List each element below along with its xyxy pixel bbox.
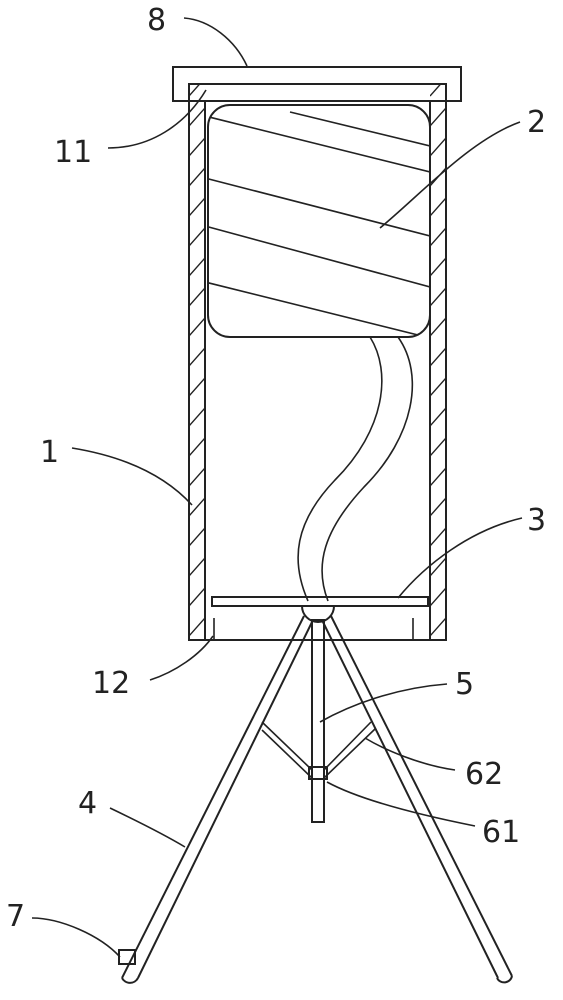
- hatch-line: [430, 84, 442, 97]
- hatch-line: [189, 377, 205, 397]
- label-lid: 8: [147, 3, 166, 38]
- housing: [188, 83, 447, 666]
- hatch-line: [189, 587, 205, 607]
- leader-1: [71, 447, 193, 506]
- hatch-line: [189, 137, 205, 157]
- hatch-line: [430, 587, 446, 607]
- hatch-line: [430, 437, 446, 457]
- hatch-line: [189, 107, 205, 127]
- label-center-pole: 5: [455, 667, 474, 702]
- hatch-line: [189, 287, 205, 307]
- hatch-line: [189, 407, 205, 427]
- housing-right-hatching: [430, 84, 446, 666]
- fluid-bag: [207, 104, 431, 338]
- hatch-line: [430, 107, 446, 127]
- hatch-line: [430, 197, 446, 217]
- hatch-line: [189, 227, 205, 247]
- collar: [308, 766, 328, 780]
- hatch-line: [430, 347, 446, 367]
- fluid-bag-stripes: [208, 111, 430, 337]
- hatch-line: [430, 557, 446, 577]
- hatch-line: [430, 407, 446, 427]
- leader-4: [109, 807, 186, 848]
- hatch-line: [189, 197, 205, 217]
- hatch-line: [189, 557, 205, 577]
- label-base-plate: 3: [527, 503, 546, 538]
- hatch-line: [430, 617, 446, 637]
- tube: [297, 336, 414, 602]
- label-foot-clip: 7: [6, 899, 25, 934]
- hatch-line: [430, 527, 446, 547]
- hatch-line: [430, 317, 446, 337]
- leader-62: [364, 737, 456, 771]
- hatch-line: [189, 527, 205, 547]
- hatch-line: [189, 317, 205, 337]
- hatch-line: [189, 497, 205, 517]
- base-plate: [211, 596, 429, 607]
- hatch-line: [189, 617, 205, 637]
- hatch-line: [430, 137, 446, 157]
- label-bottom-seal: 12: [92, 666, 130, 701]
- leader-7: [31, 917, 121, 958]
- leg-right: [321, 615, 513, 984]
- leader-61: [326, 781, 476, 827]
- hatch-line: [189, 167, 205, 187]
- hatch-line: [189, 257, 205, 277]
- housing-left-hatching: [189, 84, 205, 666]
- hatch-line: [430, 257, 446, 277]
- lid-seal: [188, 83, 447, 102]
- hatch-line: [189, 648, 205, 666]
- hatch-line: [189, 347, 205, 367]
- label-leg: 4: [78, 786, 97, 821]
- brace-left: [261, 721, 313, 779]
- leader-lines: [31, 17, 523, 958]
- hatch-line: [430, 648, 446, 666]
- leg-left: [121, 615, 314, 984]
- leader-8: [183, 17, 248, 67]
- label-collar: 61: [482, 815, 520, 850]
- leader-5: [319, 683, 448, 723]
- label-lid-seal: 11: [54, 135, 92, 170]
- hatch-line: [430, 287, 446, 307]
- center-pole: [311, 619, 325, 823]
- reference-numerals: 8 11 2 1 3 12 5 62 61 4 7: [6, 3, 546, 934]
- leader-11: [107, 89, 207, 149]
- leader-12: [149, 635, 214, 681]
- hatch-line: [189, 467, 205, 487]
- hatch-line: [189, 84, 201, 97]
- brace-right: [323, 721, 376, 779]
- leader-3: [397, 517, 523, 599]
- pivot-hub: [301, 605, 335, 623]
- leader-2: [379, 121, 521, 229]
- hatch-line: [430, 497, 446, 517]
- hatch-line: [189, 437, 205, 457]
- label-brace: 62: [465, 757, 503, 792]
- hatch-line: [430, 377, 446, 397]
- label-fluid-bag: 2: [527, 105, 546, 140]
- hatch-line: [430, 227, 446, 247]
- hatch-line: [430, 467, 446, 487]
- label-housing: 1: [40, 435, 59, 470]
